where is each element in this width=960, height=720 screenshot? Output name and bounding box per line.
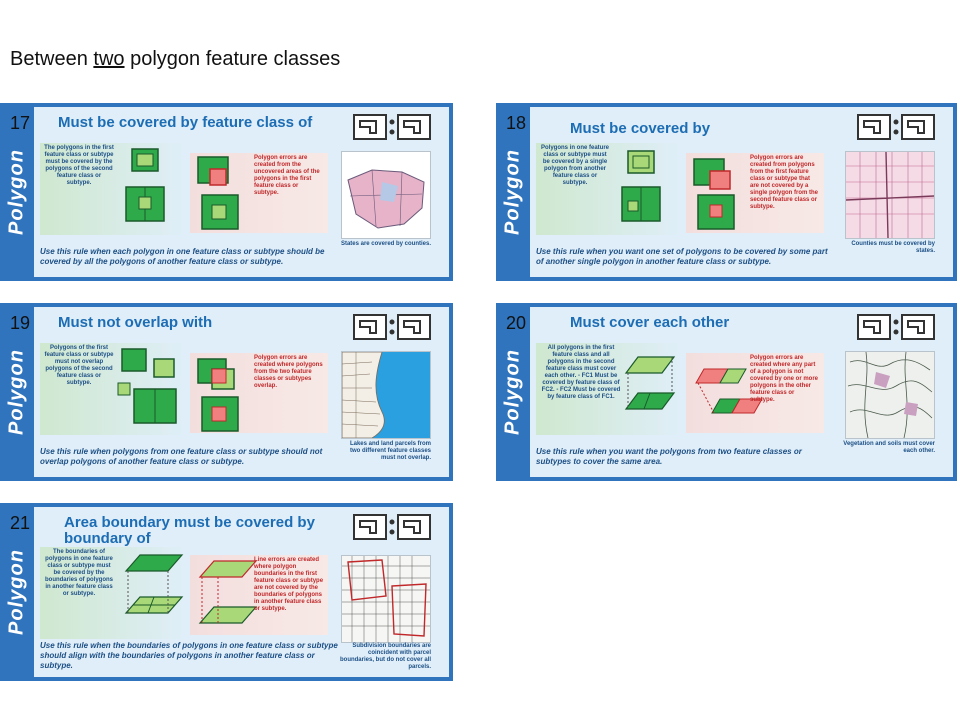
card-body: Area boundary must be covered by boundar… [34,507,449,677]
card-body: Must not overlap with Polygons of the fi… [34,307,449,477]
error-diagram [693,158,735,230]
error-panel: Polygon errors are created where any par… [686,353,824,433]
polygon-diagram [124,554,184,614]
error-diagram [197,358,239,432]
polygon-diagram [125,148,165,222]
error-description: Polygon errors are created where any par… [750,355,819,403]
polygon-diagram [117,348,177,424]
map-caption: States are covered by counties. [340,241,431,247]
map-caption: Vegetation and soils must cover each oth… [843,441,935,454]
example-map [845,351,935,439]
error-description: Polygon errors are created where polygon… [254,355,323,389]
map-caption: Lakes and land parcels from two differen… [349,441,431,461]
error-panel: Line errors are created where polygon bo… [190,555,328,635]
map-caption: Subdivision boundaries are coincident wi… [339,643,431,670]
rule-diagram-panel: The polygons in the first feature class … [40,143,184,235]
topology-icon [857,314,935,340]
rule-card-19: 19 Polygon Must not overlap with Polygon… [0,303,453,481]
rule-title: Must be covered by feature class of [58,114,313,131]
topology-icon [353,114,431,140]
slide-heading: Between two polygon feature classes [10,48,340,71]
rule-card-21: 21 Polygon Area boundary must be covered… [0,503,453,681]
topology-icon [857,114,935,140]
error-diagram [197,156,239,230]
rule-diagram-panel: Polygons of the first feature class or s… [40,343,184,435]
topology-icon [353,314,431,340]
rule-description: All polygons in the first feature class … [541,345,621,400]
heading-text-underlined: two [93,48,125,70]
rule-card-17: 17 Polygon Must be covered by feature cl… [0,103,453,281]
rule-description: The polygons in the first feature class … [44,145,114,186]
error-diagram [695,368,763,414]
error-description: Line errors are created where polygon bo… [254,557,324,612]
us-states-map-image [347,169,425,229]
rule-description: Polygons of the first feature class or s… [44,345,114,386]
rule-card-20: 20 Polygon Must cover each other All pol… [496,303,957,481]
card-body: Must cover each other All polygons in th… [530,307,953,477]
card-body: Must be covered by feature class of The … [34,107,449,277]
rule-description: Polygons in one feature class or subtype… [540,145,609,186]
usage-text: Use this rule when you want one set of p… [536,247,828,266]
parcels-subdivision-map-image [342,556,430,642]
example-map [845,151,935,239]
vegetation-soils-map-image [846,351,934,439]
usage-text: Use this rule when you want the polygons… [536,447,802,466]
example-map [341,151,431,239]
card-number: 19 [10,313,31,333]
rule-title: Must be covered by [570,120,711,137]
usage-text: Use this rule when the boundaries of pol… [40,641,338,670]
lakes-parcels-map-image [341,351,430,439]
rule-description: The boundaries of polygons in one featur… [44,549,113,597]
card-number: 20 [506,313,527,333]
counties-map-image [845,151,935,239]
map-caption: Counties must be covered by states. [851,241,935,254]
polygon-diagram [621,150,661,222]
rule-diagram-panel: Polygons in one feature class or subtype… [536,143,680,235]
polygon-diagram [624,356,676,410]
example-map [341,555,431,643]
error-description: Polygon errors are created from polygons… [750,155,819,210]
card-number: 18 [506,113,527,133]
rule-title: Must not overlap with [58,314,213,331]
usage-text: Use this rule when polygons from one fea… [40,447,323,466]
heading-text-pre: Between [10,48,94,70]
rule-card-18: 18 Polygon Must be covered by Polygons i… [496,103,957,281]
heading-text-post: polygon feature classes [124,48,341,70]
topology-icon [353,514,431,540]
rule-diagram-panel: The boundaries of polygons in one featur… [40,547,184,639]
error-diagram [198,560,258,624]
error-panel: Polygon errors are created from the unco… [190,153,328,233]
rule-title: Area boundary must be covered by boundar… [64,514,315,547]
rule-diagram-panel: All polygons in the first feature class … [536,343,680,435]
error-panel: Polygon errors are created where polygon… [190,353,328,433]
card-number: 21 [10,513,31,533]
usage-text: Use this rule when each polygon in one f… [40,247,325,266]
card-number: 17 [10,113,31,133]
error-description: Polygon errors are created from the unco… [254,155,320,196]
rule-title: Must cover each other [570,314,730,331]
error-panel: Polygon errors are created from polygons… [686,153,824,233]
card-body: Must be covered by Polygons in one featu… [530,107,953,277]
example-map [341,351,431,439]
